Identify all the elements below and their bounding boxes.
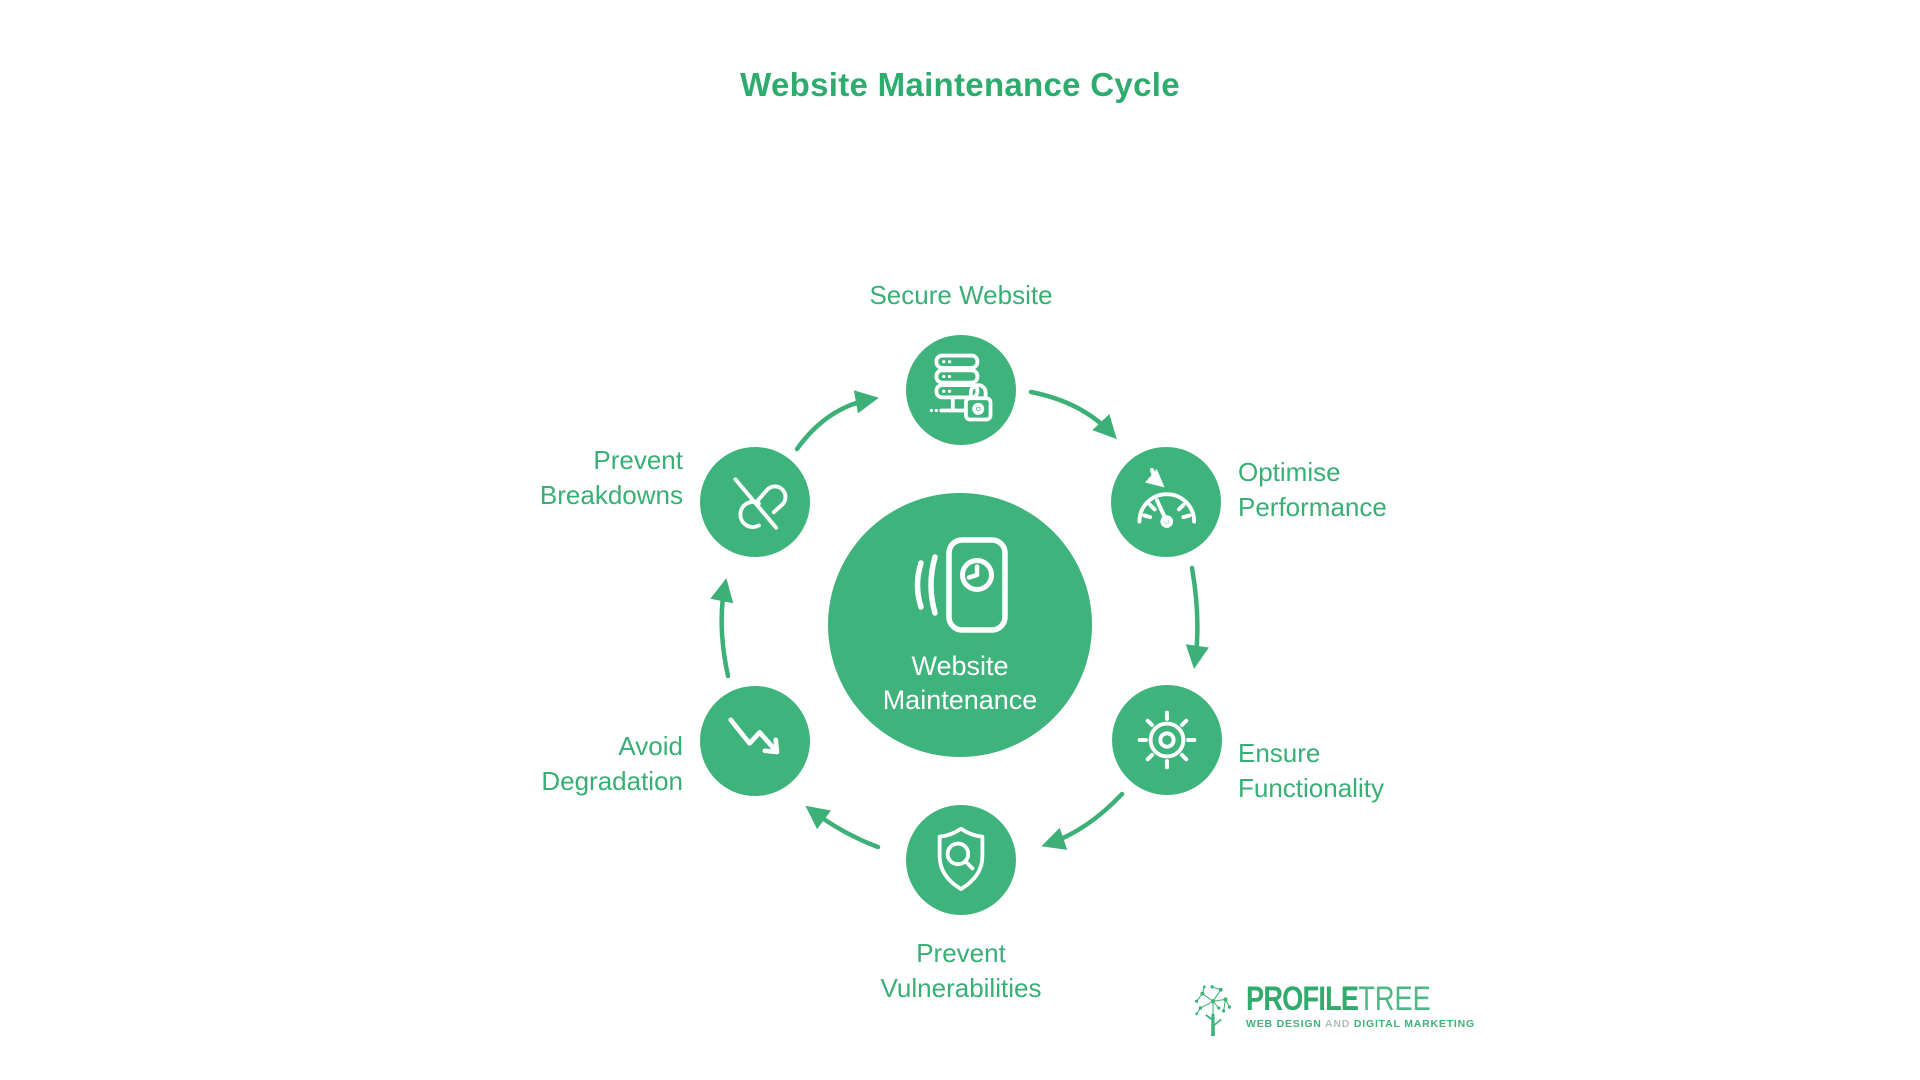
arrow-optimise-to-ensure bbox=[1185, 565, 1209, 669]
node-prevent-vulnerabilities bbox=[906, 805, 1016, 915]
broken-link-icon bbox=[733, 477, 788, 530]
logo-wordmark: PROFILETREE bbox=[1246, 980, 1431, 1018]
arrow-secure-to-optimise bbox=[1028, 389, 1117, 440]
speedometer-icon bbox=[1137, 467, 1197, 528]
node-secure-website bbox=[906, 335, 1016, 445]
center-node-label: Website Maintenance bbox=[882, 651, 1038, 715]
arrow-vulnerabilities-to-degradation bbox=[805, 805, 881, 850]
server-lock-icon bbox=[929, 353, 993, 422]
profiletree-logo: PROFILETREE WEB DESIGN AND DIGITAL MARKE… bbox=[1188, 982, 1477, 1036]
phone-clock-icon bbox=[914, 537, 1008, 633]
label-secure-website: Secure Website bbox=[869, 280, 1053, 310]
node-prevent-breakdowns bbox=[700, 447, 810, 557]
center-node-website-maintenance: Website Maintenance bbox=[828, 493, 1092, 757]
node-ensure-functionality bbox=[1112, 685, 1222, 795]
node-optimise-performance bbox=[1111, 447, 1221, 557]
profiletree-tree-icon bbox=[1194, 985, 1232, 1036]
shield-search-icon bbox=[937, 826, 985, 891]
page-title: Website Maintenance Cycle bbox=[740, 66, 1180, 103]
declining-trend-icon bbox=[728, 717, 780, 755]
node-avoid-degradation bbox=[700, 686, 810, 796]
arrow-degradation-to-breakdowns bbox=[710, 578, 734, 679]
logo-tagline: WEB DESIGN AND DIGITAL MARKETING bbox=[1246, 1018, 1475, 1030]
arrow-breakdowns-to-secure bbox=[794, 390, 879, 452]
gear-icon bbox=[1137, 710, 1197, 770]
arrow-ensure-to-vulnerabilities bbox=[1041, 791, 1125, 850]
